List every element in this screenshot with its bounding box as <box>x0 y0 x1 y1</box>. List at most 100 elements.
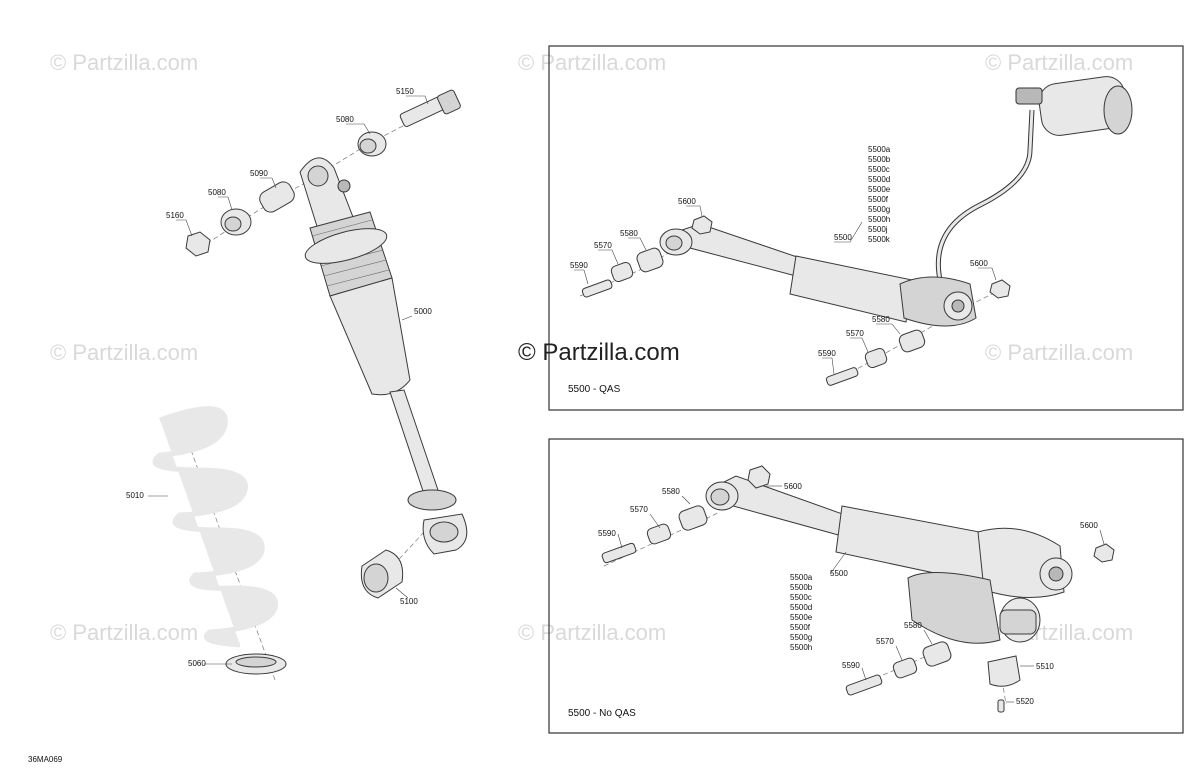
qas-label-5600-right: 5600 <box>970 259 988 268</box>
qas-box-frame <box>548 45 1184 411</box>
noqas-variant: 5500e <box>790 613 813 622</box>
qas-bolt-5590-left <box>581 279 613 298</box>
noqas-leader-lines <box>617 485 1105 703</box>
noqas-label-5570-right: 5570 <box>876 637 894 646</box>
watermark-5: © Partzilla.com <box>985 340 1133 365</box>
noqas-bolt-5590-right <box>845 674 883 696</box>
nut-5160 <box>185 231 211 257</box>
qas-shock-5500 <box>659 223 977 327</box>
bushing-5080-top <box>357 131 387 157</box>
noqas-label-5580-right: 5580 <box>904 621 922 630</box>
noqas-variant: 5500h <box>790 643 812 652</box>
bushing-5100 <box>360 549 404 599</box>
watermarks: © Partzilla.com © Partzilla.com © Partzi… <box>50 50 1133 645</box>
noqas-valve-5520 <box>997 699 1005 713</box>
qas-variant: 5500b <box>868 155 891 164</box>
watermark-1: © Partzilla.com <box>50 50 198 75</box>
noqas-hardware-right <box>845 543 1115 713</box>
qas-nut-5600-left <box>691 215 713 235</box>
noqas-hardware-left <box>601 465 771 564</box>
qas-label-5590-left: 5590 <box>570 261 588 270</box>
qas-variant: 5500f <box>868 195 889 204</box>
noqas-label-5580-left: 5580 <box>662 487 680 496</box>
spring-5010 <box>152 406 278 648</box>
label-5000: 5000 <box>414 307 432 316</box>
noqas-variant: 5500f <box>790 623 811 632</box>
noqas-nut-5600-left <box>747 465 771 489</box>
noqas-label-5600-left: 5600 <box>784 482 802 491</box>
noqas-bolt-5590-left <box>601 542 637 564</box>
label-5150: 5150 <box>396 87 414 96</box>
qas-label-5570-left: 5570 <box>594 241 612 250</box>
qas-label-5580-left: 5580 <box>620 229 638 238</box>
noqas-label-5510: 5510 <box>1036 662 1054 671</box>
qas-reservoir <box>935 76 1133 281</box>
main-shock-assembly: 5150 5080 5090 5080 5160 5000 5010 5100 … <box>126 87 468 681</box>
qas-variant: 5500a <box>868 145 891 154</box>
qas-bolt-5590-right <box>825 367 859 386</box>
noqas-label-5500: 5500 <box>830 569 848 578</box>
noqas-shock-5500 <box>705 475 1073 644</box>
label-5080-lower: 5080 <box>208 188 226 197</box>
qas-label-5570-right: 5570 <box>846 329 864 338</box>
noqas-label-5590-left: 5590 <box>598 529 616 538</box>
qas-leader-lines <box>574 205 997 375</box>
watermark-7: © Partzilla.com <box>518 620 666 645</box>
diagram-code: 36MA069 <box>28 755 63 764</box>
qas-variant: 5500h <box>868 215 890 224</box>
qas-variant: 5500g <box>868 205 890 214</box>
qas-variant-list: 5500a 5500b 5500c 5500d 5500e 5500f 5500… <box>868 145 891 244</box>
qas-bushing-5580-right <box>898 329 926 353</box>
qas-label-5500: 5500 <box>834 233 852 242</box>
noqas-variant: 5500b <box>790 583 813 592</box>
qas-label-5590-right: 5590 <box>818 349 836 358</box>
qas-box: 5600 5580 5570 5590 5500 5600 5580 5570 … <box>548 45 1184 411</box>
noqas-spacer-5570-left <box>646 523 672 545</box>
qas-variant: 5500k <box>868 235 891 244</box>
qas-hardware-right <box>825 279 1011 386</box>
label-5100: 5100 <box>400 597 418 606</box>
label-5080-top: 5080 <box>336 115 354 124</box>
qas-spacer-5570-right <box>864 347 888 369</box>
qas-axis-right <box>829 289 1001 385</box>
watermark-4: © Partzilla.com <box>50 340 198 365</box>
qas-spacer-5570-left <box>610 261 634 283</box>
bolt-5150 <box>399 89 461 128</box>
noqas-box-frame <box>548 438 1184 734</box>
label-5090: 5090 <box>250 169 268 178</box>
noqas-variant: 5500c <box>790 593 812 602</box>
noqas-caption: 5500 - No QAS <box>568 708 636 719</box>
label-5060: 5060 <box>188 659 206 668</box>
qas-hardware-left <box>581 215 713 298</box>
bushing-5080-lower <box>220 208 252 236</box>
noqas-label-5600-right: 5600 <box>1080 521 1098 530</box>
noqas-variant: 5500d <box>790 603 812 612</box>
sleeve-5090 <box>259 181 295 213</box>
noqas-nut-5600-right <box>1093 543 1115 563</box>
noqas-cap-5510 <box>987 655 1021 687</box>
qas-label-5580-right: 5580 <box>872 315 890 324</box>
qas-variant: 5500c <box>868 165 890 174</box>
main-leader-lines <box>148 95 429 665</box>
shock-body-5000 <box>299 157 468 555</box>
watermark-6: © Partzilla.com <box>50 620 198 645</box>
noqas-variant: 5500g <box>790 633 812 642</box>
qas-variant: 5500d <box>868 175 890 184</box>
noqas-spacer-5570-right <box>892 657 918 679</box>
watermark-2: © Partzilla.com <box>518 50 666 75</box>
noqas-box: 5600 5580 5570 5590 5500 5600 5580 5570 … <box>548 438 1184 734</box>
qas-variant: 5500e <box>868 185 891 194</box>
noqas-bushing-5580-left <box>678 505 708 531</box>
qas-label-5600-left: 5600 <box>678 197 696 206</box>
noqas-variant-list: 5500a 5500b 5500c 5500d 5500e 5500f 5500… <box>790 573 813 652</box>
label-5160: 5160 <box>166 211 184 220</box>
label-5010: 5010 <box>126 491 144 500</box>
noqas-label-5590-right: 5590 <box>842 661 860 670</box>
watermark-3: © Partzilla.com <box>985 50 1133 75</box>
noqas-bushing-5580-right <box>922 641 952 667</box>
watermark-main: © Partzilla.com <box>518 339 680 366</box>
qas-caption: 5500 - QAS <box>568 384 621 395</box>
qas-nut-5600-right <box>989 279 1011 299</box>
noqas-label-5520: 5520 <box>1016 697 1034 706</box>
